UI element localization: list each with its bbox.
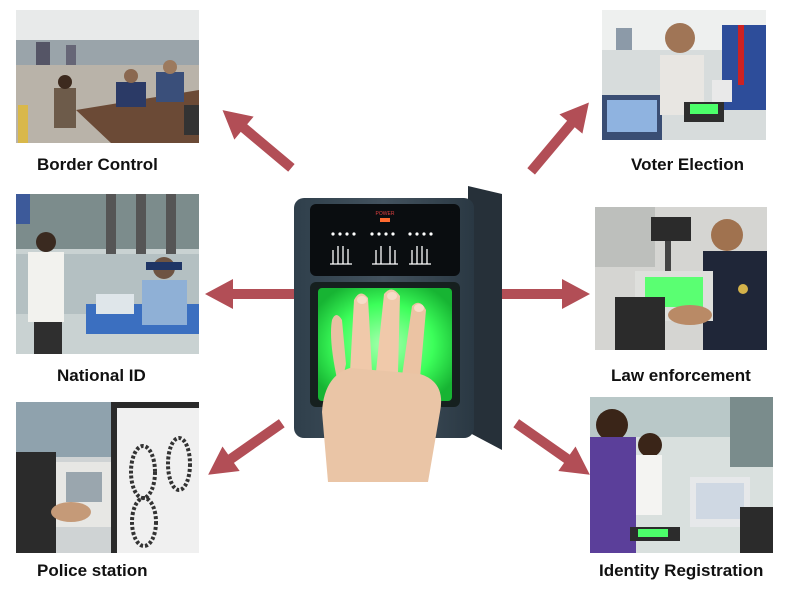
- identity-registration-photo: [590, 397, 773, 553]
- arrow-to-law-enforcement: [500, 277, 590, 311]
- arrow-to-voter-election: [518, 92, 602, 183]
- law-enforcement-photo: [595, 207, 767, 350]
- hand-icons: [330, 246, 431, 265]
- voter-election-label: Voter Election: [631, 155, 745, 174]
- voter-election-photo: [602, 10, 766, 140]
- law-enforcement-label: Law enforcement: [611, 366, 751, 385]
- identity-registration-label: Identity Registration: [599, 561, 764, 580]
- police-station-label: Police station: [37, 561, 148, 580]
- police-station-photo: [16, 402, 199, 553]
- hand-on-scanner: [322, 289, 442, 482]
- fingerprint-scanner-device: POWER: [288, 182, 510, 487]
- national-id-photo: [16, 194, 199, 354]
- power-indicator-label: POWER: [376, 211, 395, 217]
- border-control-label: Border Control: [37, 155, 158, 174]
- arrow-to-national-id: [205, 277, 295, 311]
- arrow-to-identity-registration: [506, 409, 599, 488]
- national-id-label: National ID: [57, 366, 146, 385]
- arrow-to-border-control: [212, 97, 303, 181]
- border-control-photo: [16, 10, 199, 143]
- arrow-to-police-station: [198, 409, 291, 488]
